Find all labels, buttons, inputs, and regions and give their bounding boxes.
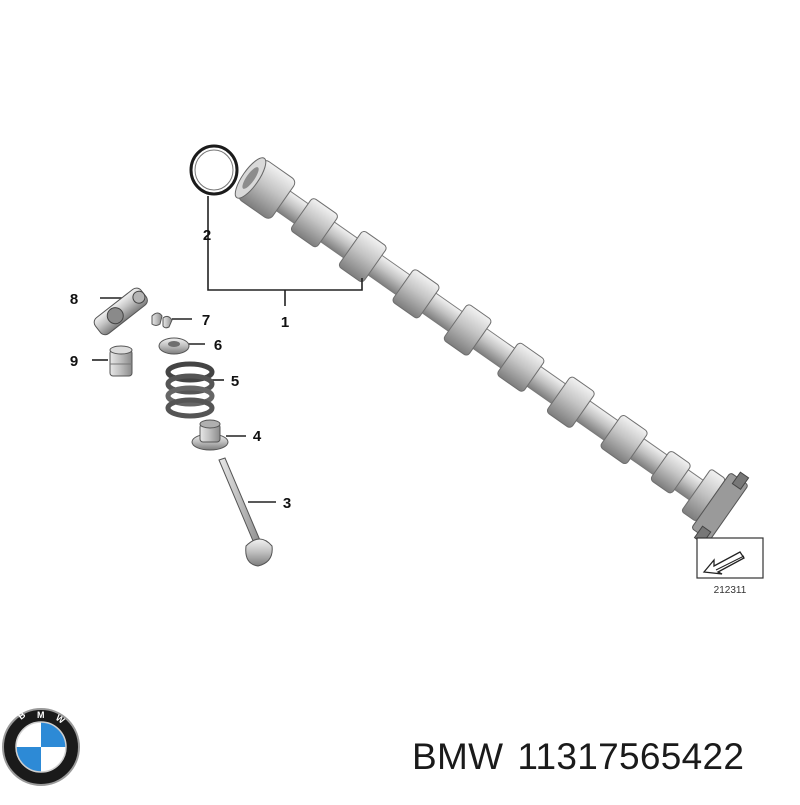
valve [218,457,273,567]
arrow-icon [702,551,745,575]
callout-5: 5 [231,373,239,390]
logo-letter-b: B [16,709,28,721]
diagram-reference-box: 212311 [696,537,764,596]
brand-caption: BMW 11317565422 [412,736,758,778]
callout-numbers: 1 2 3 4 5 6 7 8 9 [70,227,291,512]
callout-3: 3 [283,495,291,512]
callout-7: 7 [202,312,210,329]
leader-lines [92,196,363,503]
brand-name: BMW [412,736,504,777]
valve-spring [165,361,215,419]
hydraulic-lash-adjuster [109,345,133,377]
callout-8: 8 [70,291,78,308]
valve-collet [151,312,173,329]
valve-stem-seal [191,419,229,451]
callout-2: 2 [203,227,211,244]
callout-4: 4 [253,428,262,445]
logo-letter-m: M [37,710,45,720]
part-number: 11317565422 [517,736,745,777]
bmw-logo: B M W [2,708,80,786]
callout-1: 1 [281,314,289,331]
o-ring [189,144,239,196]
camshaft [234,157,750,545]
spring-retainer [158,337,190,355]
diagram-ref-code: 212311 [714,585,747,596]
callout-6: 6 [214,337,222,354]
roller-rocker-arm [93,287,148,336]
callout-9: 9 [70,353,78,370]
